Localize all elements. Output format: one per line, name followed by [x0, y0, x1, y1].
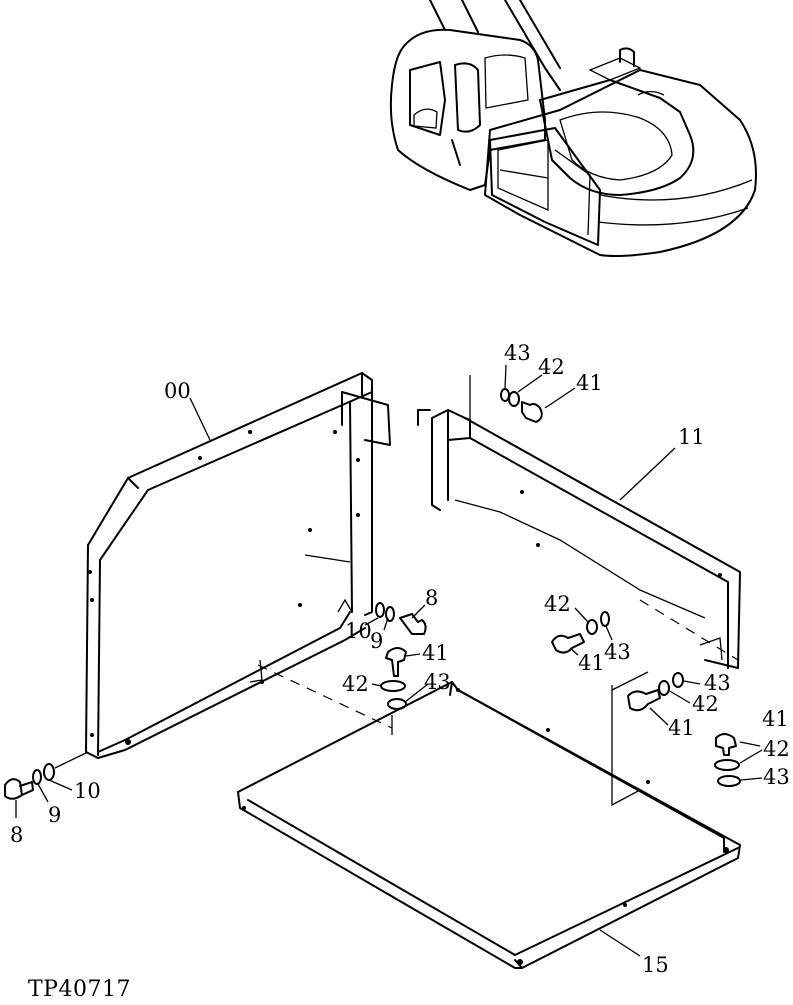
washer-42-right-icon — [658, 680, 670, 696]
callout-10-left: 10 — [74, 779, 101, 803]
callout-8-mid: 8 — [425, 586, 438, 610]
washer-43-panel-icon — [600, 611, 610, 627]
washer-42-far-icon — [714, 759, 740, 771]
callout-42-top: 42 — [538, 355, 565, 379]
callout-11: 11 — [678, 425, 705, 449]
callout-41-panel: 41 — [578, 651, 605, 675]
bolt-41-center-icon — [385, 647, 407, 677]
washer-42-panel-icon — [586, 619, 598, 635]
callout-labels: 00 11 15 8 9 10 8 9 10 43 42 41 41 42 43… — [10, 341, 790, 977]
fasteners — [4, 388, 741, 800]
washer-43-right-icon — [672, 672, 684, 688]
callout-41-top: 41 — [576, 371, 603, 395]
washer-42-top-icon — [508, 391, 520, 407]
bolt-41-right-icon — [627, 689, 661, 712]
leader-lines — [15, 364, 763, 957]
frame-part-00 — [85, 372, 391, 759]
washer-9-left-icon — [32, 769, 42, 785]
washer-43-top-icon — [500, 388, 510, 402]
callout-43-center: 43 — [424, 670, 451, 694]
washer-43-far-icon — [717, 775, 741, 787]
callout-10-mid: 10 — [345, 619, 372, 643]
callout-41-center: 41 — [422, 641, 449, 665]
washer-10-mid-icon — [375, 602, 385, 618]
bolt-41-top-icon — [521, 401, 543, 423]
floor-plate-part-15 — [237, 664, 741, 969]
callout-15: 15 — [642, 953, 669, 977]
callout-43-right: 43 — [704, 671, 731, 695]
bolt-41-panel-icon — [551, 633, 585, 654]
washer-43-center-icon — [387, 698, 407, 710]
callout-42-panel: 42 — [544, 592, 571, 616]
callout-41-right: 41 — [668, 716, 695, 740]
bolt-8-mid-icon — [399, 613, 427, 635]
washer-10-left-icon — [43, 763, 55, 781]
callout-00: 00 — [164, 379, 191, 403]
washer-9-mid-icon — [385, 606, 395, 622]
callout-41-far: 41 — [762, 707, 789, 731]
callout-43-top: 43 — [504, 341, 531, 365]
callout-42-center: 42 — [342, 672, 369, 696]
callout-8-left: 8 — [10, 823, 23, 847]
callout-9-mid: 9 — [370, 629, 383, 653]
bolt-41-far-icon — [715, 733, 737, 756]
callout-43-far: 43 — [763, 765, 790, 789]
callout-9-left: 9 — [48, 803, 61, 827]
figure-reference-code: TP40717 — [28, 977, 131, 1000]
excavator-illustration — [389, 0, 757, 257]
side-panel-part-11 — [417, 375, 741, 807]
callout-42-far: 42 — [763, 737, 790, 761]
washer-42-center-icon — [380, 680, 406, 692]
bolt-8-left-icon — [4, 778, 34, 800]
callout-43-panel: 43 — [604, 640, 631, 664]
callout-42-right: 42 — [692, 692, 719, 716]
